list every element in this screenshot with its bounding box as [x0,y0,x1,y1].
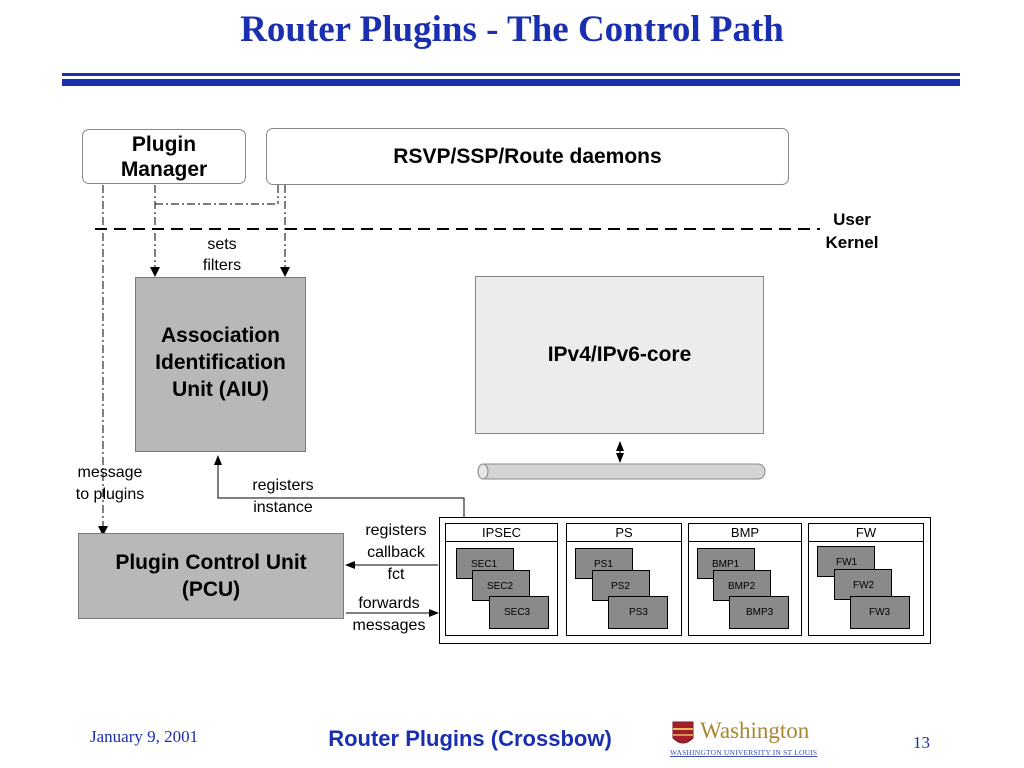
aiu-label: Association Identification Unit (AIU) [136,322,305,403]
registers-instance-label: registers instance [238,475,328,519]
user-label: User [833,210,871,229]
message-line1: message [77,464,143,481]
arrowhead-aiu-left [150,267,160,277]
registers-instance-line1: registers [252,477,314,494]
plugin-instance: BMP3 [729,596,789,629]
forwards-messages-label: forwards messages [343,593,435,637]
arrowhead-aiu-right [280,267,290,277]
plugin-manager-line2: Manager [120,157,208,181]
forwards-line1: forwards [358,595,420,612]
registers-callback-label: registers callback fct [352,520,440,586]
footer-date: January 9, 2001 [90,727,199,746]
callback-line1: registers [365,522,427,539]
plugin-instance: SEC2 [472,570,530,601]
registers-instance-line2: instance [253,499,313,516]
arrowhead-pcu [98,526,108,536]
plugin-group-label: PS [567,524,681,542]
plugin-group-ps: PS PS1 PS2 PS3 [566,523,682,636]
pcu-line1: Plugin Control Unit [115,551,307,574]
bus-cylinder-end [477,463,489,480]
aiu-line1: Association [160,324,281,347]
plugin-instance: SEC3 [489,596,549,629]
title-rule-top [62,73,960,76]
plugin-group-ipsec: IPSEC SEC1 SEC2 SEC3 [445,523,558,636]
kernel-label: Kernel [825,233,879,252]
core-box: IPv4/IPv6-core [475,276,764,434]
plugin-manager-line1: Plugin [131,132,197,156]
plugin-group-label: BMP [689,524,801,542]
page-number: 13 [913,733,930,752]
washington-logo-subtext: WASHINGTON UNIVERSITY IN ST LOUIS [670,748,818,757]
callback-line2: callback [367,544,425,561]
core-label: IPv4/IPv6-core [547,343,692,366]
sets-filters-line1: sets [207,236,237,253]
plugin-group-label: FW [809,524,923,542]
sets-filters-label: sets filters [192,234,252,276]
plugin-instance: FW2 [834,569,892,600]
message-line2: to plugins [75,486,145,503]
pcu-box: Plugin Control Unit (PCU) [78,533,344,619]
footer-title: Router Plugins (Crossbow) [328,726,612,751]
plugin-instance: FW3 [850,596,910,629]
washington-logo-text: Washington [700,718,810,743]
daemons-box: RSVP/SSP/Route daemons [266,128,789,185]
plugin-group-fw: FW FW1 FW2 FW3 [808,523,924,636]
aiu-line3: Unit (AIU) [172,378,269,401]
plugin-instance: PS2 [592,570,650,601]
daemons-label: RSVP/SSP/Route daemons [393,144,662,168]
aiu-box: Association Identification Unit (AIU) [135,277,306,452]
callback-line3: fct [387,566,405,583]
registers-instance-line [214,455,465,517]
plugin-manager-box: Plugin Manager [82,129,246,184]
sets-filters-line2: filters [202,257,242,274]
plugin-group-label: IPSEC [446,524,557,542]
message-to-plugins-label: message to plugins [55,462,165,506]
aiu-line2: Identification [155,351,286,374]
bus-cylinder [477,463,766,480]
washington-shield-icon [672,721,694,744]
slide-title: Router Plugins - The Control Path [240,9,784,50]
plugin-instance: PS3 [608,596,668,629]
forwards-line2: messages [352,617,426,634]
plugin-instance: BMP2 [713,570,771,601]
title-rule-bottom [62,79,960,86]
pcu-line2: (PCU) [181,578,241,601]
plugin-group-bmp: BMP BMP1 BMP2 BMP3 [688,523,802,636]
